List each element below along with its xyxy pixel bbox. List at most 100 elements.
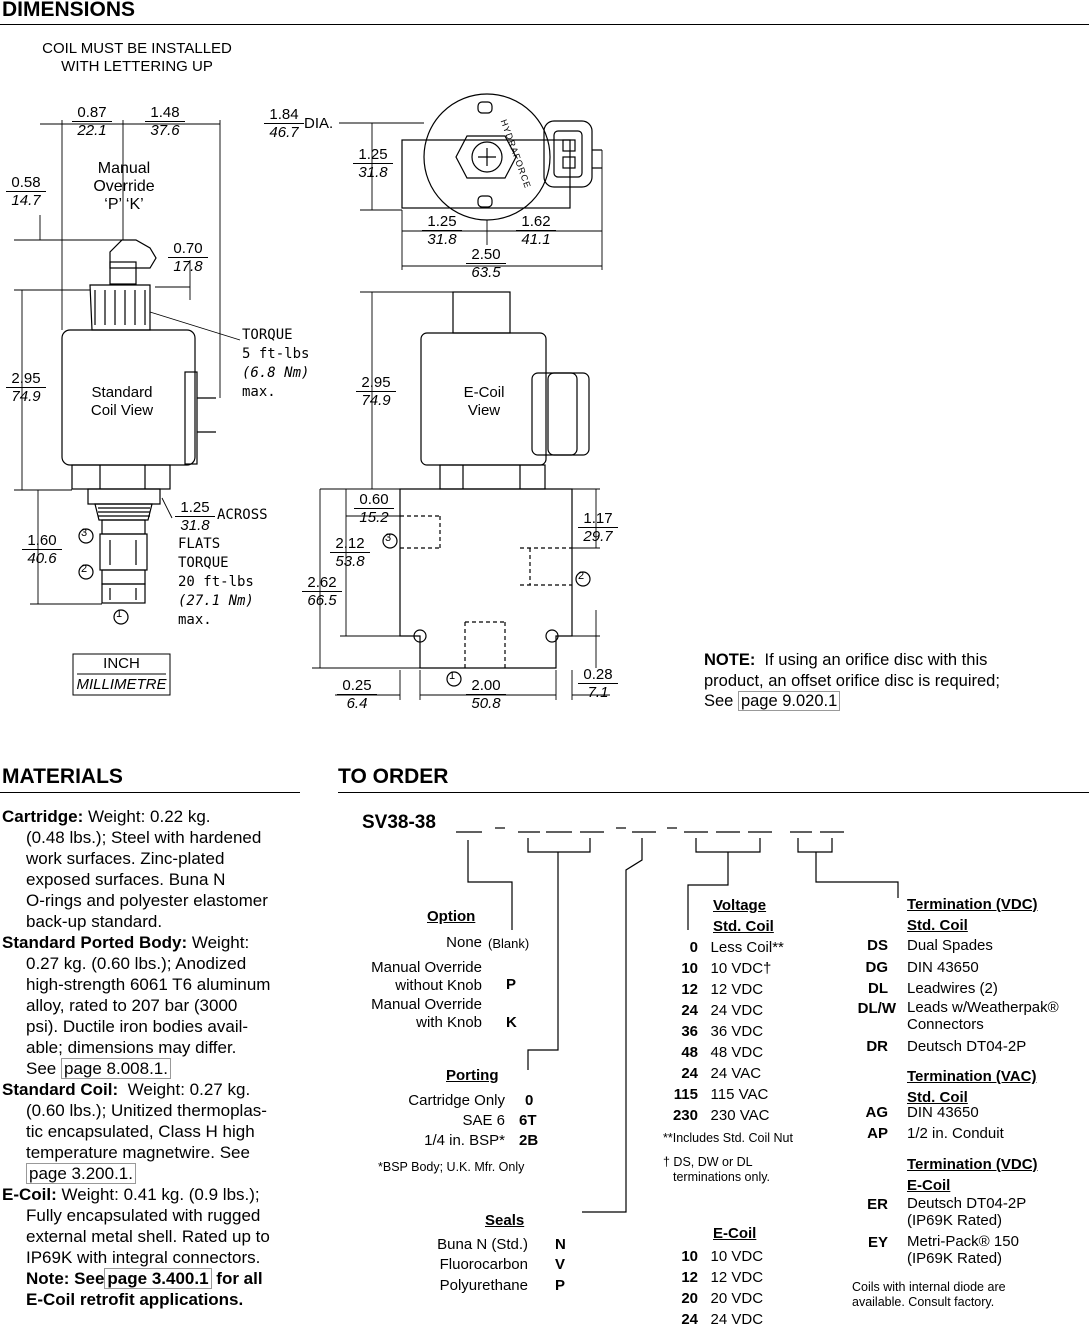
materials-list: Cartridge: Weight: 0.22 kg. (0.48 lbs.);… — [2, 807, 271, 1309]
seals-n-code: N — [555, 1236, 566, 1253]
porting-2b-label: 1/4 in. BSP* — [424, 1132, 505, 1149]
voltage-row: 115 115 VAC — [673, 1086, 769, 1103]
port-1-right: 1 — [449, 670, 456, 682]
term-er-code: ER — [867, 1196, 888, 1213]
voltage-row: 0 Less Coil** — [689, 939, 784, 956]
term-ds-code: DS — [867, 937, 888, 954]
voltage-row: 230 230 VAC — [672, 1107, 770, 1124]
option-k-label: Manual Override with Knob — [371, 996, 482, 1031]
seals-v-label: Fluorocarbon — [439, 1256, 528, 1273]
term-ap-label: 1/2 in. Conduit — [907, 1125, 1004, 1142]
top-view-drawing — [401, 93, 602, 221]
option-p-code: P — [506, 976, 517, 993]
dimensions-rule — [0, 24, 1089, 25]
term-ds-label: Dual Spades — [907, 937, 993, 954]
term-dlw-code: DL/W — [857, 1000, 896, 1017]
to-order-heading: TO ORDER — [338, 765, 449, 788]
port-1-left: 1 — [116, 608, 123, 620]
ecoil-port-markers — [382, 533, 591, 687]
voltage-row: 12 12 VDC — [681, 981, 764, 998]
ecoil-row: 12 12 VDC — [681, 1269, 764, 1286]
left-valve-drawing — [61, 239, 216, 604]
option-k-code: K — [506, 1014, 517, 1031]
across-label: ACROSS — [217, 507, 268, 523]
ecoil-list: 10 10 VDC 12 12 VDC 20 20 VDC 24 24 VDC — [660, 1246, 763, 1330]
port-2-left: 2 — [81, 563, 88, 575]
porting-2b-code: 2B — [519, 1132, 539, 1149]
port-3-left: 3 — [81, 527, 88, 539]
dia-label: DIA. — [304, 115, 334, 132]
page-8-008-1-link[interactable]: page 8.008.1. — [60, 1058, 171, 1079]
page-9-020-1-link[interactable]: page 9.020.1 — [737, 691, 841, 711]
page-3-400-1-link[interactable]: page 3.400.1 — [104, 1268, 212, 1289]
option-none-label: None — [446, 934, 482, 951]
voltage-footnote-1: **Includes Std. Coil Nut — [663, 1131, 793, 1145]
left-dimension-lines — [14, 120, 241, 605]
term-ap-code: AP — [867, 1125, 888, 1142]
unit-mm: MILLIMETRE — [76, 676, 167, 693]
dimension-drawing — [14, 93, 610, 700]
ecoil-row: 24 24 VDC — [681, 1311, 764, 1328]
ecoil-row: 20 20 VDC — [681, 1290, 764, 1307]
term-ecoil-title: Termination (VDC)E-Coil — [907, 1156, 1038, 1194]
seals-p-code: P — [555, 1277, 566, 1294]
term-dlw-label: Leads w/Weatherpak® Connectors — [907, 999, 1059, 1033]
seals-v-code: V — [555, 1256, 566, 1273]
orifice-note: NOTE: If using an orifice disc with this… — [704, 651, 1000, 711]
materials-rule — [0, 792, 300, 793]
voltage-row: 36 36 VDC — [681, 1023, 764, 1040]
top-view-dimensions — [339, 122, 603, 270]
porting-6t-code: 6T — [519, 1112, 537, 1129]
unit-inch: INCH — [103, 655, 140, 672]
left-port-markers — [78, 528, 129, 625]
dimensions-heading: DIMENSIONS — [2, 0, 136, 21]
seals-n-label: Buna N (Std.) — [437, 1236, 528, 1253]
term-dg-code: DG — [865, 959, 889, 976]
seals-p-label: Polyurethane — [439, 1277, 528, 1294]
to-order-rule — [338, 792, 1089, 793]
porting-0-code: 0 — [525, 1092, 534, 1109]
voltage-list: 0 Less Coil** 10 10 VDC† 12 12 VDC 24 24… — [660, 937, 784, 1126]
port-3-right: 3 — [385, 532, 392, 544]
term-ag-code: AG — [865, 1104, 889, 1121]
materials-heading: MATERIALS — [2, 765, 123, 788]
unit-box — [72, 653, 171, 696]
ecoil-valve-drawing — [399, 291, 590, 669]
page-3-200-1-link[interactable]: page 3.200.1. — [26, 1163, 136, 1184]
porting-6t-label: SAE 6 — [462, 1112, 505, 1129]
ecoil-title: E-Coil — [713, 1225, 757, 1242]
term-ey-label: Metri-Pack® 150 (IP69K Rated) — [907, 1233, 1019, 1267]
term-dr-label: Deutsch DT04-2P — [907, 1038, 1027, 1055]
term-ey-code: EY — [867, 1234, 888, 1251]
term-dl-label: Leadwires (2) — [907, 980, 998, 997]
term-dr-code: DR — [866, 1038, 888, 1055]
voltage-row: 24 24 VDC — [681, 1002, 764, 1019]
term-vac-title: Termination (VAC)Std. Coil — [907, 1068, 1037, 1106]
option-title: Option — [427, 908, 476, 925]
